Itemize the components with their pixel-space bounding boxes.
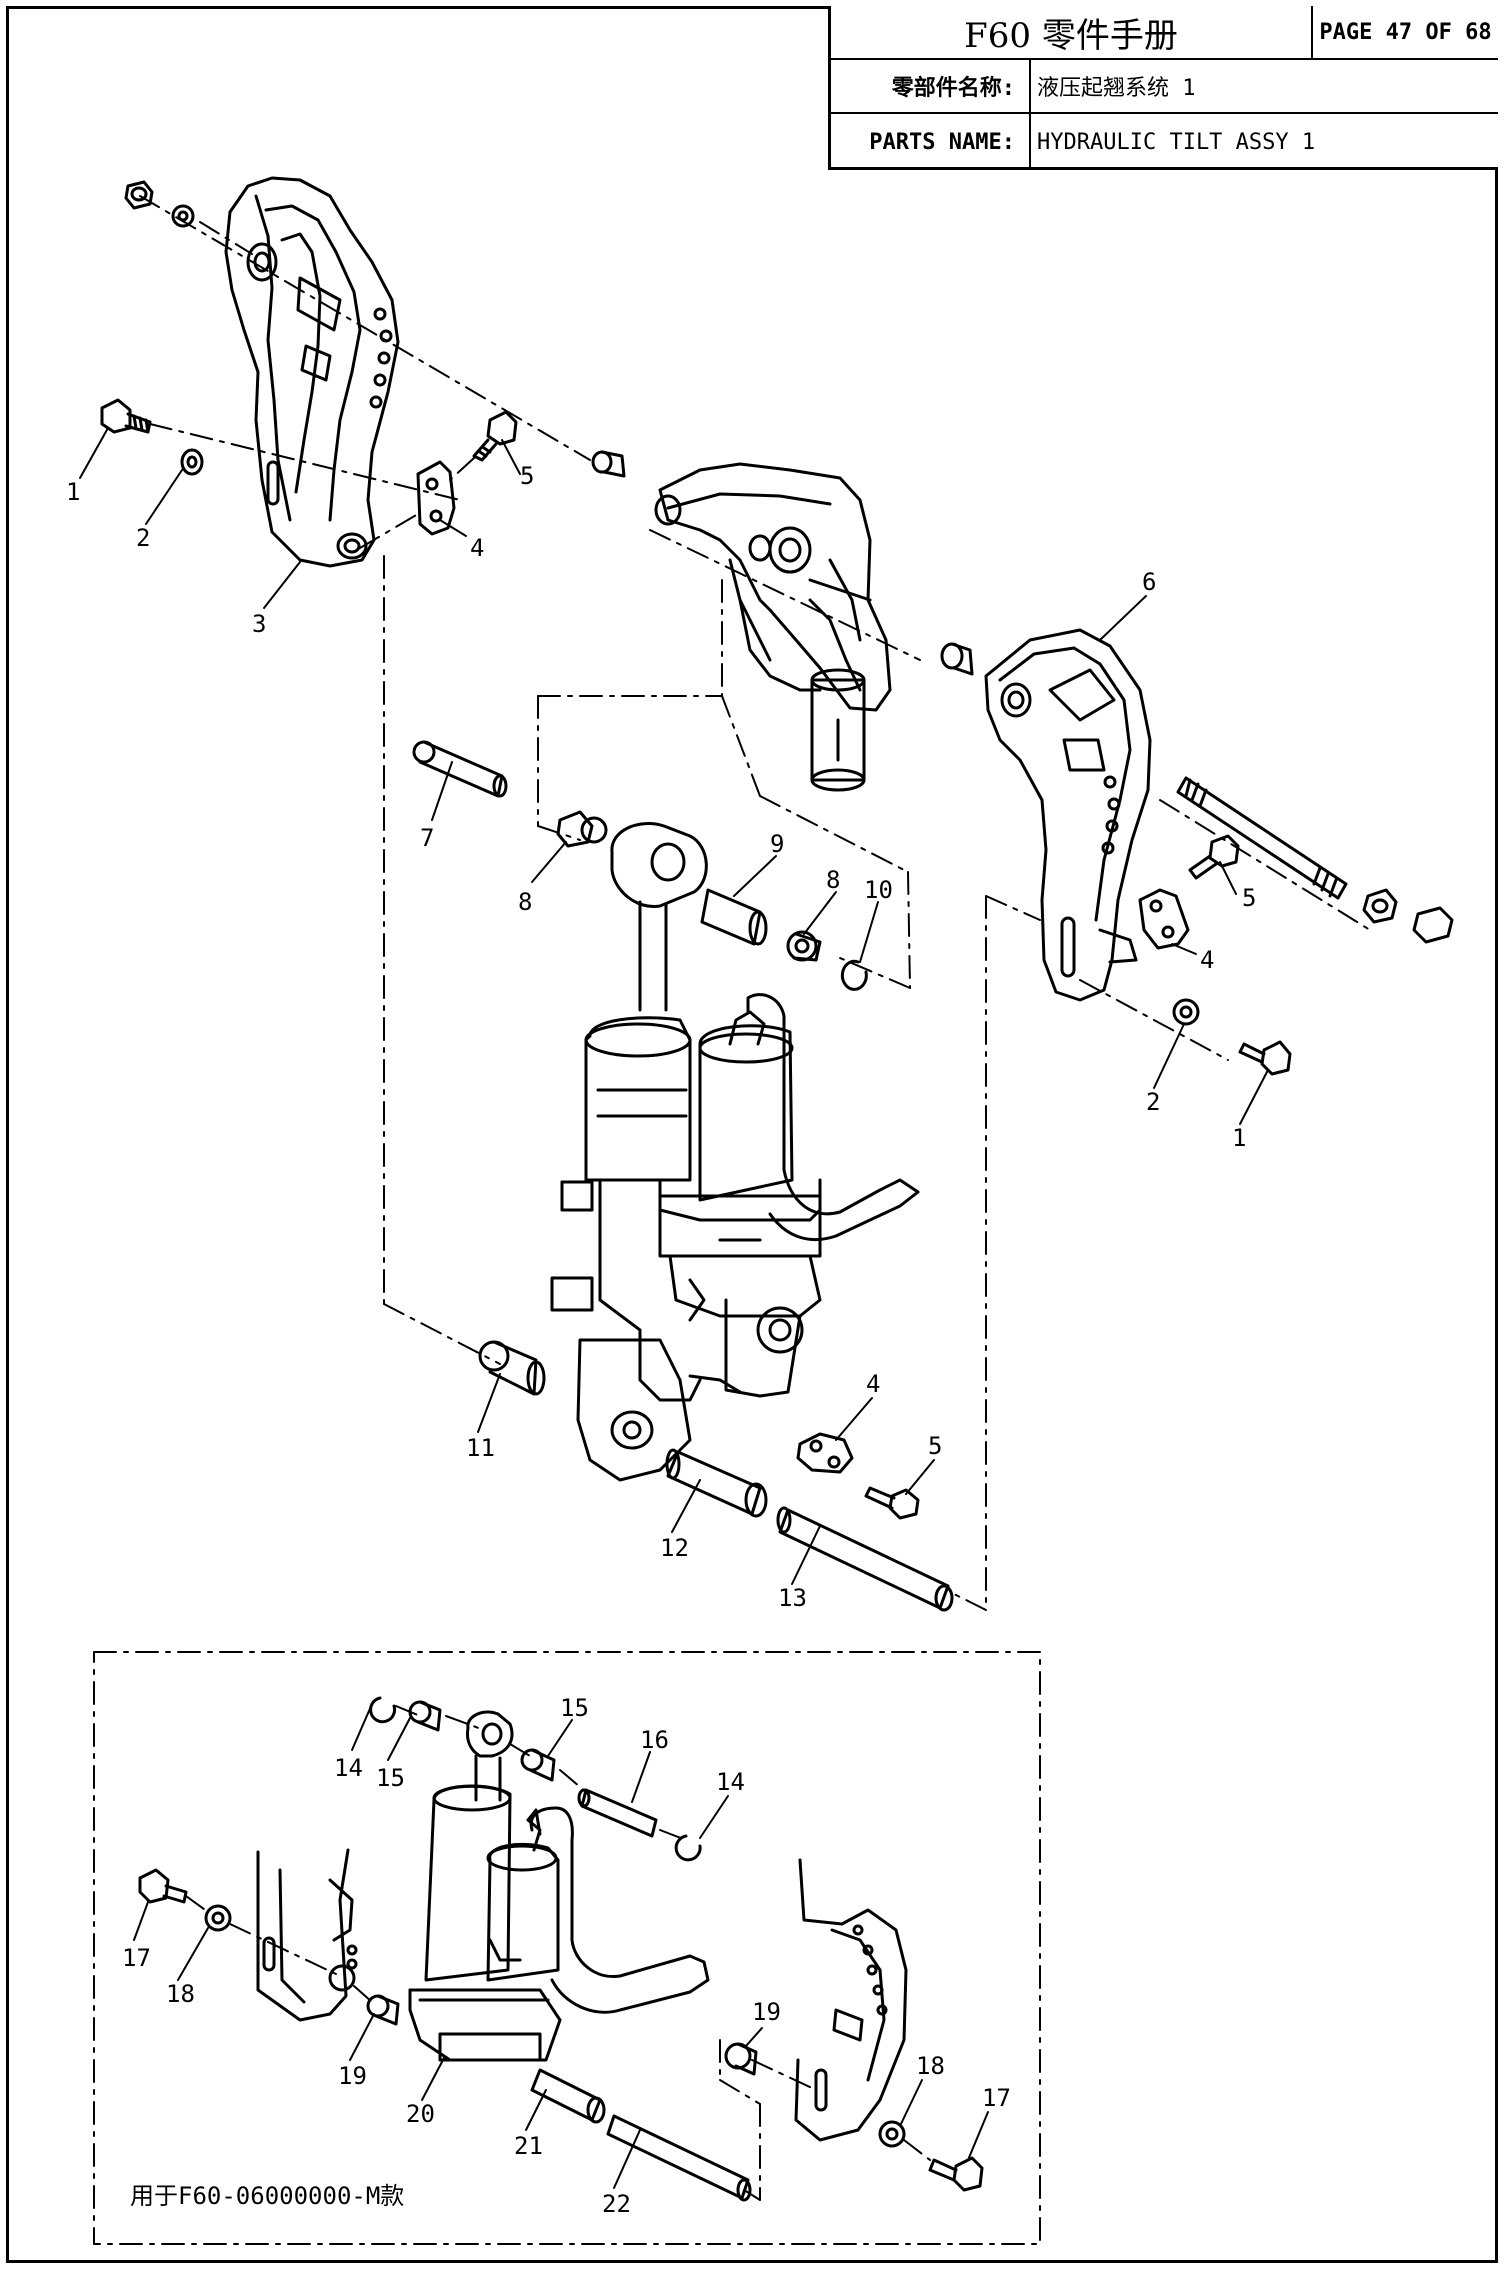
manual-title: F60 零件手册 — [964, 15, 1178, 56]
inset-bolt-17-right — [928, 2156, 984, 2192]
inset-bolt-17-left — [138, 1868, 188, 1904]
callout-5-right: 5 — [1242, 884, 1256, 912]
bolt-1-right — [1238, 1040, 1292, 1076]
callout-11: 11 — [466, 1434, 495, 1462]
cap-nut-right — [1412, 906, 1454, 944]
callout-5-left: 5 — [520, 462, 534, 490]
stud-right — [1176, 776, 1348, 900]
cn-parts-name-value: 液压起翘系统 1 — [1037, 76, 1196, 101]
pin-7 — [412, 740, 508, 798]
callout-8-right: 8 — [826, 866, 840, 894]
inset-tilt-unit — [408, 1784, 710, 2062]
callout-15-left: 15 — [376, 1764, 405, 1792]
callout-1-left: 1 — [66, 478, 80, 506]
en-parts-name-value: HYDRAULIC TILT ASSY 1 — [1037, 129, 1316, 155]
page-number: PAGE 47 OF 68 — [1311, 6, 1498, 58]
callout-4-lower: 4 — [866, 1370, 880, 1398]
callout-12: 12 — [660, 1534, 689, 1562]
bolt-5-left — [472, 410, 518, 462]
callout-6: 6 — [1142, 568, 1156, 596]
callout-1-right: 1 — [1232, 1124, 1246, 1152]
bushing-11 — [478, 1340, 546, 1396]
variant-inset-frame — [93, 1651, 1041, 2245]
inset-washer-18-right — [878, 2120, 906, 2148]
washer-top-left — [171, 204, 195, 228]
inset-right-bracket — [794, 1858, 908, 2142]
drawing-border — [6, 6, 1498, 2263]
assembly-guide-lines — [139, 195, 1371, 1611]
cn-parts-name-label: 零部件名称: — [831, 60, 1031, 112]
cn-name-row: 零部件名称: 液压起翘系统 1 — [831, 60, 1498, 114]
title-row: F60 零件手册 PAGE 47 OF 68 — [831, 6, 1498, 60]
en-name-row: PARTS NAME: HYDRAULIC TILT ASSY 1 — [831, 114, 1498, 170]
bushing-8-left — [556, 810, 608, 848]
bolt-5-right — [1188, 834, 1240, 880]
bushing-center-right — [940, 642, 974, 676]
inset-washer-18-left — [204, 1904, 232, 1932]
bolt-5-lower — [864, 1486, 920, 1520]
callout-14-right: 14 — [716, 1768, 745, 1796]
callout-19-left: 19 — [338, 2062, 367, 2090]
shaft-13 — [776, 1506, 954, 1612]
inset-bushing-15-left — [408, 1700, 442, 1732]
washer-2-left — [180, 448, 204, 476]
callout-22: 22 — [602, 2190, 631, 2218]
callout-14-left: 14 — [334, 1754, 363, 1782]
inset-pin-16 — [577, 1788, 658, 1838]
callout-21: 21 — [514, 2132, 543, 2160]
inset-circlip-14-left — [369, 1696, 397, 1724]
callout-18-left: 18 — [166, 1980, 195, 2008]
inset-sleeve-21 — [530, 2068, 606, 2124]
sleeve-9 — [700, 888, 768, 946]
title-block: F60 零件手册 PAGE 47 OF 68 零部件名称: 液压起翘系统 1 P… — [828, 6, 1498, 170]
nut-right — [1362, 888, 1398, 924]
circlip-10 — [840, 959, 868, 991]
callout-13: 13 — [778, 1584, 807, 1612]
callout-20: 20 — [406, 2100, 435, 2128]
inset-shaft-22 — [606, 2114, 752, 2202]
callout-2-right: 2 — [1146, 1088, 1160, 1116]
callout-2-left: 2 — [136, 524, 150, 552]
bushing-8-right — [786, 930, 822, 962]
sleeve-12 — [665, 1448, 768, 1518]
tilt-unit-body — [550, 993, 920, 1482]
inset-guide-lines — [185, 1705, 931, 2201]
callout-17-right: 17 — [982, 2084, 1011, 2112]
callout-3: 3 — [252, 610, 266, 638]
washer-2-right — [1172, 998, 1200, 1026]
callout-15-right: 15 — [560, 1694, 589, 1722]
callout-18-right: 18 — [916, 2052, 945, 2080]
inset-circlip-14-right — [674, 1834, 702, 1862]
callout-10: 10 — [864, 876, 893, 904]
callout-9: 9 — [770, 830, 784, 858]
bushing-top-center — [591, 450, 626, 478]
callout-7: 7 — [420, 824, 434, 852]
plate-4-lower — [796, 1432, 854, 1474]
nut-top-left — [124, 180, 154, 210]
left-clamp-bracket — [224, 176, 400, 568]
callout-4-left: 4 — [470, 534, 484, 562]
inset-bushing-15-right — [520, 1748, 556, 1782]
callout-5-lower: 5 — [928, 1432, 942, 1460]
swivel-bracket-center — [654, 462, 892, 792]
inset-bushing-19-left — [366, 1994, 400, 2026]
callout-19-right: 19 — [752, 1998, 781, 2026]
variant-note: 用于F60-06000000-M款 — [130, 2182, 404, 2210]
callout-8-left: 8 — [518, 888, 532, 916]
inset-bushing-19-right — [724, 2042, 758, 2076]
plate-4-right — [1138, 888, 1190, 950]
callout-leaders — [79, 427, 1269, 2189]
right-clamp-bracket — [984, 628, 1152, 1002]
cylinder-eye-top — [610, 822, 708, 1012]
en-parts-name-label: PARTS NAME: — [831, 114, 1031, 170]
callout-4-right: 4 — [1200, 946, 1214, 974]
callout-17-left: 17 — [122, 1944, 151, 1972]
bolt-1-left — [100, 398, 152, 434]
inset-left-bracket — [256, 1848, 358, 2022]
plate-4-left — [416, 460, 456, 536]
callout-16: 16 — [640, 1726, 669, 1754]
